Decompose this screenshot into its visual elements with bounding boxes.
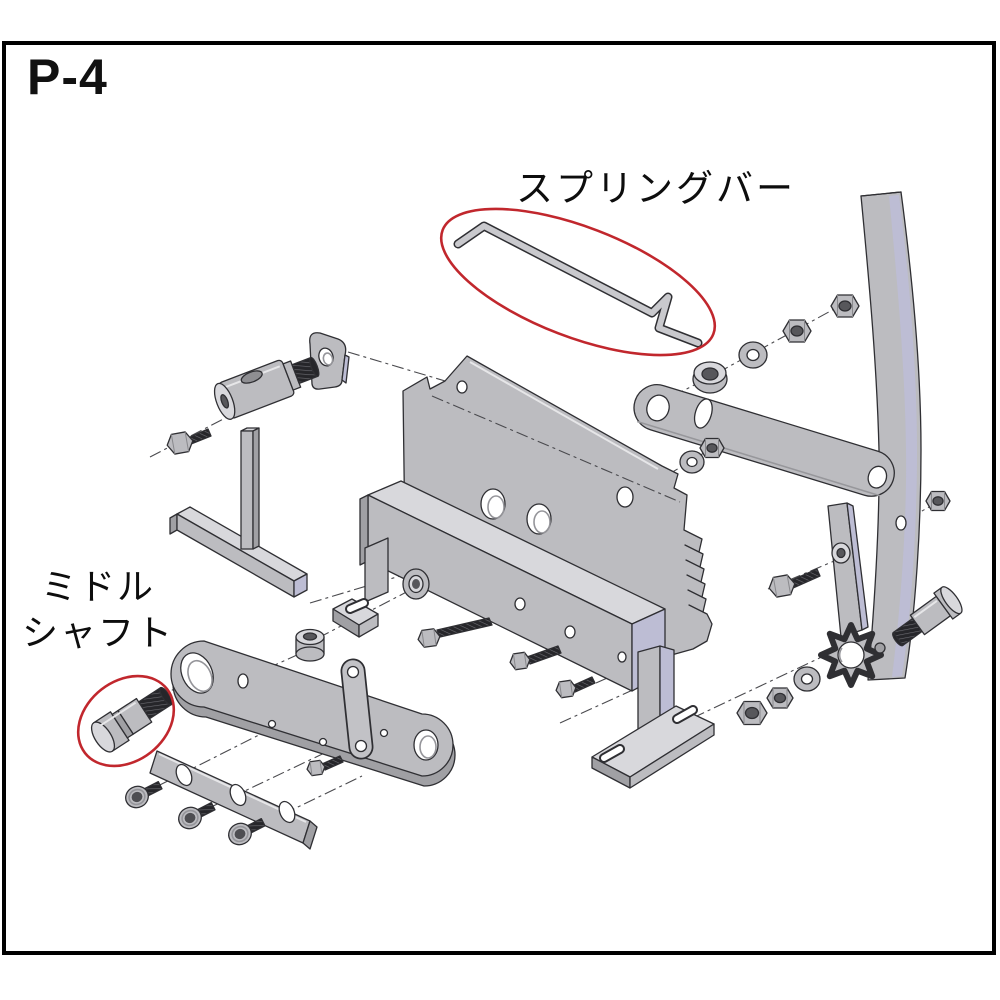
middle-shaft-label-line1: ミドル	[40, 566, 155, 607]
spring-bar-highlight	[439, 207, 717, 357]
shoulder-pin	[892, 586, 963, 647]
ratchet-gear	[818, 622, 886, 688]
spring-bar-label: スプリングバー	[516, 168, 796, 209]
lower-arm	[170, 640, 456, 787]
middle-shaft-highlight	[76, 674, 176, 768]
hex-nut-upper-1	[782, 319, 812, 343]
hex-nut-lower-1	[736, 700, 768, 726]
page-title: P-4	[27, 49, 108, 105]
collar-bushing	[295, 628, 325, 662]
flat-screw-2	[178, 801, 216, 830]
link-arm-upper	[633, 384, 895, 497]
t-bar	[169, 427, 308, 598]
middle-shaft-label-line2: シャフト	[21, 612, 174, 653]
flanged-bushing	[692, 361, 728, 394]
link-strap-lower	[340, 658, 374, 760]
hex-bolt-upper	[166, 428, 212, 455]
rail-bolt-1	[417, 617, 493, 648]
tab-plate	[309, 332, 350, 390]
hex-nut-upper-2	[830, 294, 860, 318]
small-bolt-lower	[306, 755, 344, 777]
hex-nut-lower-2	[766, 687, 794, 709]
washer-lower	[793, 666, 821, 692]
main-body	[332, 355, 715, 789]
middle-shaft	[90, 686, 173, 753]
coupler-sleeve	[213, 356, 320, 420]
washer-upper	[738, 341, 768, 369]
foot-bolt	[555, 676, 596, 699]
handle-hole	[895, 515, 907, 531]
hex-nut-handle	[925, 490, 951, 512]
handle-bar	[860, 191, 922, 681]
flat-screw-3	[228, 817, 266, 846]
spring-bar	[453, 221, 703, 348]
blade-plate	[149, 750, 318, 850]
middle-shaft-label: ミドル シャフト	[8, 564, 188, 656]
flat-screw-1	[125, 780, 163, 809]
gear-screw	[874, 642, 886, 654]
pivot-nut	[699, 437, 725, 459]
pawl-arm	[827, 502, 869, 638]
rail-bolt-2	[509, 645, 562, 671]
pivot-washer	[679, 450, 705, 474]
pawl-bolt	[768, 568, 821, 598]
